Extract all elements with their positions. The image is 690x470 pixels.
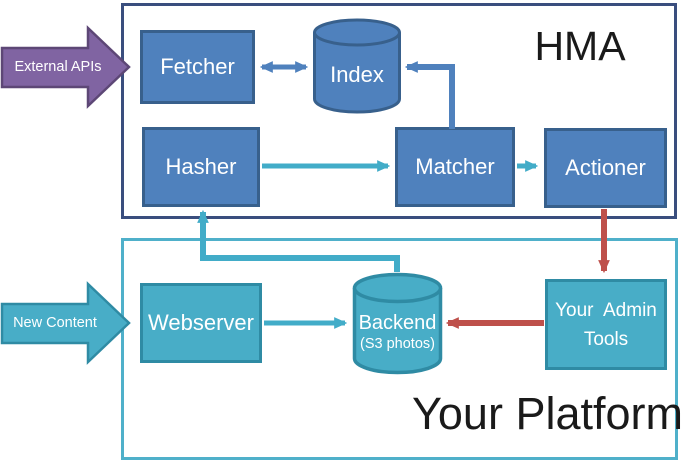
webserver-label: Webserver — [148, 310, 254, 335]
index-label: Index — [330, 62, 384, 87]
backend-database-node: Backend (S3 photos) — [352, 271, 443, 376]
backend-sublabel: (S3 photos) — [360, 336, 435, 352]
your-platform-group-title: Your Platform — [412, 388, 683, 439]
hma-group-title: HMA — [534, 22, 626, 69]
fetcher-label: Fetcher — [160, 54, 235, 79]
database-cylinder-icon — [352, 272, 443, 375]
database-cylinder-icon — [313, 18, 401, 114]
actioner-node: Actioner — [544, 128, 667, 208]
index-database-node: Index — [312, 17, 402, 115]
actioner-label: Actioner — [565, 155, 646, 180]
backend-label-group: Backend (S3 photos) — [352, 299, 443, 366]
matcher-node: Matcher — [395, 127, 515, 207]
fetcher-node: Fetcher — [140, 30, 255, 104]
hasher-label: Hasher — [165, 154, 237, 179]
hasher-node: Hasher — [142, 127, 260, 207]
matcher-label: Matcher — [415, 154, 495, 179]
your-admin-tools-node: Your Admin Tools — [545, 279, 667, 370]
new-content-label: New Content — [13, 315, 97, 331]
external-apis-label: External APIs — [14, 59, 102, 75]
your-admin-tools-label: Your Admin Tools — [555, 299, 657, 350]
backend-label: Backend — [358, 312, 437, 334]
webserver-node: Webserver — [140, 283, 262, 363]
